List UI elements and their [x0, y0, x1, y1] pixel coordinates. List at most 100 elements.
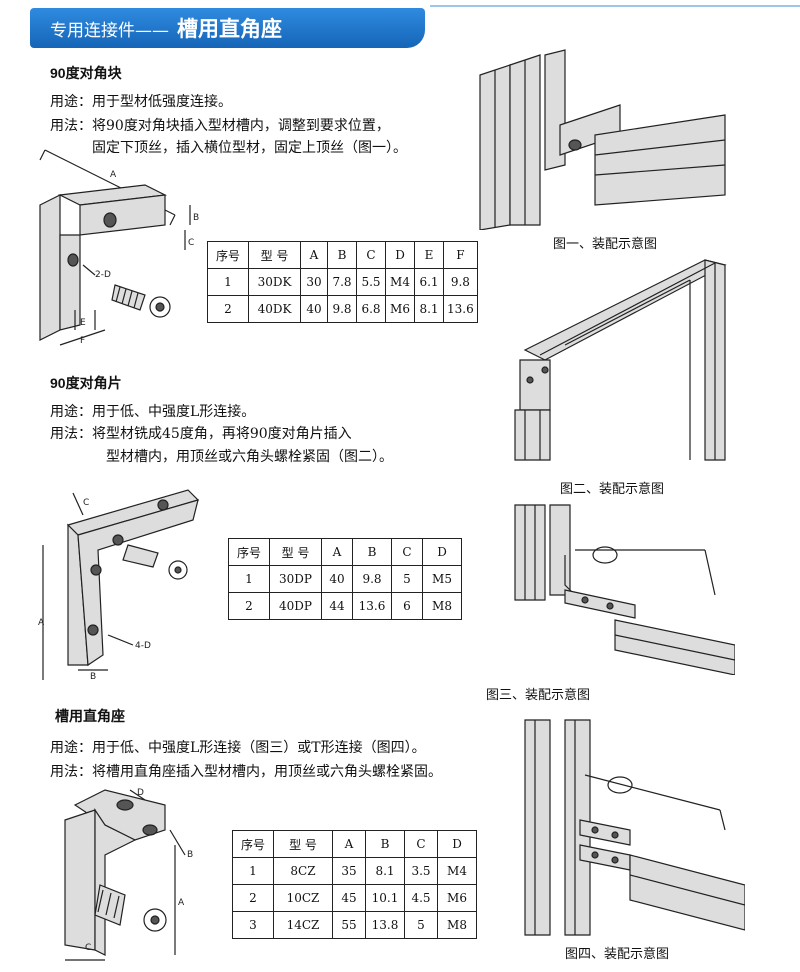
- table-cell: 3.5: [404, 857, 438, 885]
- corner-block-dim-d: 2-D: [95, 270, 111, 280]
- table-row: 1 30DK 30 7.8 5.5 M4 6.1 9.8: [207, 268, 478, 296]
- section-1-usage: 用途：用于型材低强度连接。: [50, 94, 232, 110]
- table-cell: 8CZ: [273, 857, 333, 885]
- figure-4-drawing: [524, 719, 745, 936]
- table-cell: 14CZ: [273, 911, 333, 939]
- table-header-cell: 序号: [232, 830, 274, 858]
- table-header-row: 序号 型 号 A B C D: [232, 830, 477, 858]
- slot-angle-seat-drawing: A B C D: [64, 788, 193, 961]
- table-row: 1 30DP 40 9.8 5 M5: [228, 565, 462, 593]
- table-cell: 6.1: [414, 268, 444, 296]
- table-header-cell: 序号: [207, 241, 249, 269]
- corner-block-dim-e: E: [80, 318, 86, 328]
- table-header-row: 序号 型 号 A B C D: [228, 538, 462, 566]
- table-cell: 5.5: [356, 268, 386, 296]
- table-cell: M6: [385, 295, 415, 323]
- corner-plate-dim-d: 4-D: [135, 641, 151, 651]
- table-row: 3 14CZ 55 13.8 5 M8: [232, 911, 477, 939]
- table-header-cell: 型 号: [248, 241, 301, 269]
- corner-block-drawing: A C B 2-D E F: [39, 149, 199, 346]
- table-header-cell: D: [437, 830, 477, 858]
- table-cell: 40: [300, 295, 328, 323]
- figure-3-caption: 图三、装配示意图: [486, 688, 591, 703]
- slot-seat-dim-b: B: [187, 850, 193, 860]
- section-1-title: 90度对角块: [50, 65, 122, 81]
- table-cell: 13.8: [365, 911, 405, 939]
- corner-block-spec-table: 序号 型 号 A B C D E F 1 30DK 30 7.8 5.5 M4 …: [207, 241, 478, 323]
- table-cell: 3: [232, 911, 274, 939]
- table-cell: 5: [404, 911, 438, 939]
- table-cell: 9.8: [443, 268, 478, 296]
- table-cell: M8: [437, 911, 477, 939]
- table-cell: M8: [422, 592, 462, 620]
- table-cell: 9.8: [327, 295, 357, 323]
- table-cell: 30DP: [269, 565, 322, 593]
- table-cell: M4: [437, 857, 477, 885]
- table-header-cell: B: [365, 830, 405, 858]
- table-header-cell: B: [352, 538, 392, 566]
- section-2-usage: 用途：用于低、中强度L形连接。: [50, 404, 256, 420]
- table-header-cell: D: [422, 538, 462, 566]
- table-header-cell: A: [321, 538, 353, 566]
- table-cell: 40DP: [269, 592, 322, 620]
- corner-block-dim-a: A: [110, 170, 117, 180]
- table-cell: 1: [232, 857, 274, 885]
- figure-2-drawing: [514, 259, 727, 461]
- table-header-cell: D: [385, 241, 415, 269]
- figure-1-drawing: [479, 49, 726, 230]
- table-header-cell: B: [327, 241, 357, 269]
- table-cell: 55: [332, 911, 366, 939]
- table-cell: 13.6: [443, 295, 478, 323]
- corner-plate-dim-c: C: [83, 498, 89, 508]
- corner-plate-drawing: A B C 4-D: [38, 489, 200, 682]
- table-cell: 2: [228, 592, 270, 620]
- table-cell: 2: [232, 884, 274, 912]
- table-cell: 10.1: [365, 884, 405, 912]
- corner-plate-spec-table: 序号 型 号 A B C D 1 30DP 40 9.8 5 M5 2 40DP…: [228, 538, 462, 620]
- section-1-method-line2: 固定下顶丝，插入横位型材，固定上顶丝（图一）。: [92, 140, 407, 156]
- table-cell: M6: [437, 884, 477, 912]
- header-divider: [430, 5, 800, 17]
- table-header-cell: 序号: [228, 538, 270, 566]
- section-2-method-line1: 用法：将型材铣成45度角，再将90度对角片插入: [50, 426, 352, 442]
- corner-block-dim-b: B: [193, 213, 199, 223]
- section-3-title: 槽用直角座: [55, 708, 125, 724]
- figure-3-drawing: [514, 504, 735, 675]
- corner-plate-dim-a: A: [38, 618, 45, 628]
- table-cell: 6.8: [356, 295, 386, 323]
- table-cell: 1: [207, 268, 249, 296]
- table-cell: 30DK: [248, 268, 301, 296]
- table-cell: 30: [300, 268, 328, 296]
- figure-2-caption: 图二、装配示意图: [560, 482, 665, 497]
- table-row: 2 40DP 44 13.6 6 M8: [228, 592, 462, 620]
- table-header-cell: E: [414, 241, 444, 269]
- table-header-cell: A: [332, 830, 366, 858]
- table-row: 1 8CZ 35 8.1 3.5 M4: [232, 857, 477, 885]
- table-cell: 8.1: [365, 857, 405, 885]
- section-1-method-line1: 用法：将90度对角块插入型材槽内，调整到要求位置，: [50, 118, 390, 134]
- figure-1-caption: 图一、装配示意图: [553, 237, 658, 252]
- slot-angle-seat-spec-table: 序号 型 号 A B C D 1 8CZ 35 8.1 3.5 M4 2 10C…: [232, 830, 477, 939]
- corner-block-dim-c: C: [188, 238, 194, 248]
- slot-seat-dim-d: D: [137, 788, 144, 798]
- section-2-method-line2: 型材槽内，用顶丝或六角头螺栓紧固（图二）。: [106, 449, 393, 465]
- table-header-cell: 型 号: [273, 830, 333, 858]
- section-3-usage: 用途：用于低、中强度L形连接（图三）或T形连接（图四）。: [50, 740, 426, 756]
- figure-4-caption: 图四、装配示意图: [565, 947, 670, 962]
- table-cell: 13.6: [352, 592, 392, 620]
- table-cell: 9.8: [352, 565, 392, 593]
- table-cell: 35: [332, 857, 366, 885]
- table-cell: 40DK: [248, 295, 301, 323]
- table-header-cell: 型 号: [269, 538, 322, 566]
- table-cell: M4: [385, 268, 415, 296]
- table-cell: M5: [422, 565, 462, 593]
- header-banner: 专用连接件—— 槽用直角座: [30, 8, 425, 48]
- table-header-row: 序号 型 号 A B C D E F: [207, 241, 478, 269]
- table-header-cell: C: [404, 830, 438, 858]
- corner-plate-dim-b: B: [90, 672, 96, 682]
- table-row: 2 10CZ 45 10.1 4.5 M6: [232, 884, 477, 912]
- header-title: 槽用直角座: [177, 17, 282, 41]
- slot-seat-dim-c: C: [85, 943, 91, 953]
- table-header-cell: F: [443, 241, 478, 269]
- table-cell: 40: [321, 565, 353, 593]
